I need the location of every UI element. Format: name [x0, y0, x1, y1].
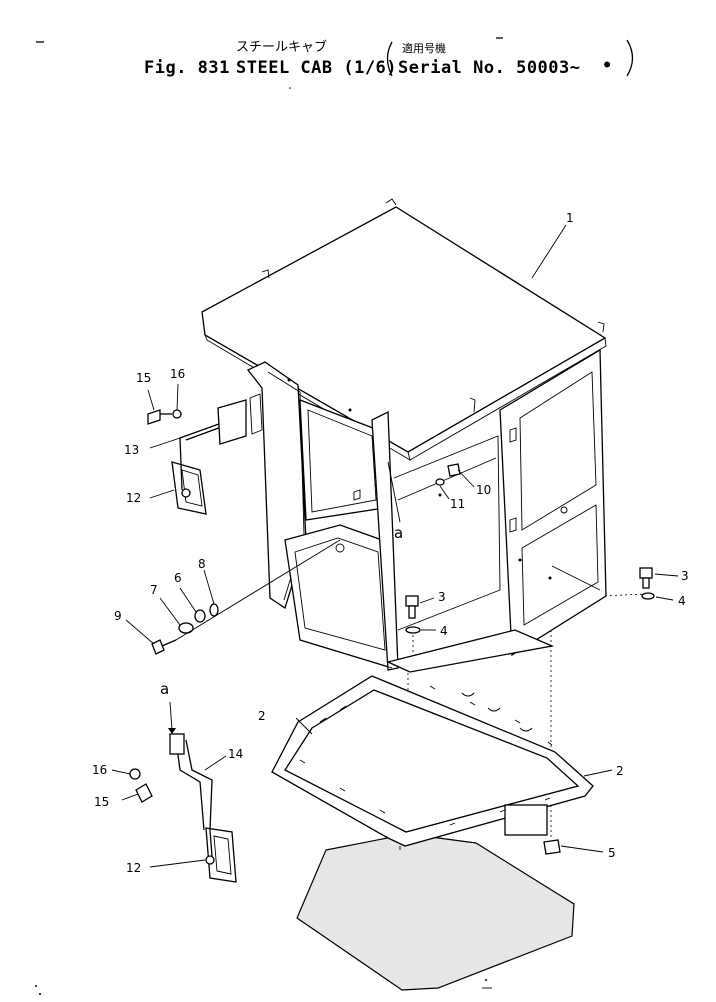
- serial-number: Serial No. 50003~: [398, 58, 581, 78]
- leader-lines: [111, 224, 679, 868]
- callout-5: 5: [608, 846, 616, 860]
- scan-specks: [35, 979, 492, 995]
- callout-4-right: 4: [678, 594, 686, 608]
- callout-1: 1: [566, 211, 574, 225]
- jp-serial-label: 適用号機: [402, 42, 446, 55]
- callout-12-lower: 12: [126, 861, 141, 875]
- callout-16-upper: 16: [170, 367, 185, 381]
- callout-4-center: 4: [440, 624, 448, 638]
- callout-3-center: 3: [438, 590, 446, 604]
- callout-7: 7: [150, 583, 158, 597]
- callout-2-right: 2: [616, 764, 624, 778]
- mirror-assembly-upper: [147, 399, 247, 515]
- hardware-parts: [151, 463, 655, 855]
- callout-6: 6: [174, 571, 182, 585]
- floor-frame: [271, 675, 594, 850]
- header-decorations: [36, 37, 634, 89]
- cab-body: [201, 198, 607, 673]
- callout-11: 11: [450, 497, 465, 511]
- callout-12-upper: 12: [126, 491, 141, 505]
- callout-15-lower: 15: [94, 795, 109, 809]
- jp-title: スチールキャブ: [236, 40, 328, 55]
- callout-13: 13: [124, 443, 139, 457]
- callout-16-lower: 16: [92, 763, 107, 777]
- figure-name: STEEL CAB (1/6): [236, 58, 398, 78]
- floor-mat: [296, 833, 575, 991]
- callout-8: 8: [198, 557, 206, 571]
- callout-14: 14: [228, 747, 243, 761]
- callout-2-left: 2: [258, 709, 266, 723]
- callout-a-cab: a: [394, 524, 403, 542]
- callout-labels: 1 2 2 3 3 4 4 5 6 7 8 9 10 11 12 12 13 1…: [92, 211, 689, 875]
- callout-a-mirror: a: [160, 680, 169, 698]
- callout-9: 9: [114, 609, 122, 623]
- callout-10: 10: [476, 483, 491, 497]
- callout-15-upper: 15: [136, 371, 151, 385]
- figure-number: Fig. 831: [144, 58, 230, 78]
- serial-dot: •: [602, 56, 613, 76]
- callout-3-right: 3: [681, 569, 689, 583]
- mirror-assembly-lower: [129, 733, 237, 883]
